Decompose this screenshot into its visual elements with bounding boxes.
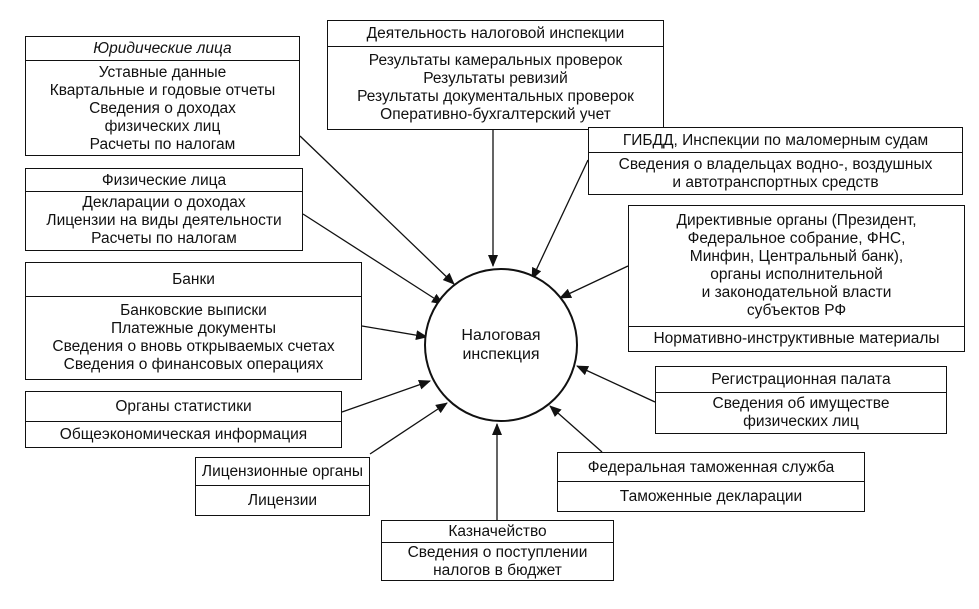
inspection-activity-title: Деятельность налоговой инспекции [328, 21, 663, 47]
arrow-banks [361, 325, 428, 341]
arrow-directive [559, 265, 629, 299]
legal-entities-item: физических лиц [104, 118, 221, 135]
arrow-customs [549, 405, 603, 453]
directive-item: и законодательной власти [701, 284, 892, 301]
treasury-title: Казначейство [382, 521, 613, 543]
directive-item: Директивные органы (Президент, [676, 212, 917, 229]
arrow-licensing [369, 402, 448, 455]
directive-body: Директивные органы (Президент, Федеральн… [629, 206, 964, 326]
directive-item: Минфин, Центральный банк), [689, 248, 904, 265]
banks-item: Сведения о вновь открываемых счетах [52, 338, 335, 355]
arrow-individuals [302, 213, 444, 305]
banks-item: Банковские выписки [120, 302, 267, 319]
legal-entities-item: Квартальные и годовые отчеты [49, 82, 276, 99]
center-line-2: инспекция [462, 346, 540, 363]
licensing-body: Лицензии [196, 486, 369, 515]
inspection-activity-item: Результаты ревизий [423, 70, 568, 87]
individuals-body: Декларации о доходах Лицензии на виды де… [26, 192, 302, 250]
gibdd-item: Сведения о владельцах водно-, воздушных [618, 155, 933, 173]
gibdd-box: ГИБДД, Инспекции по маломерным судам Све… [588, 127, 963, 195]
directive-box: Директивные органы (Президент, Федеральн… [628, 205, 965, 352]
individuals-item: Декларации о доходах [82, 194, 246, 211]
customs-title: Федеральная таможенная служба [558, 453, 864, 482]
statistics-body: Общеэкономическая информация [26, 422, 341, 447]
legal-entities-item: Уставные данные [98, 64, 227, 81]
arrow-gibdd [531, 159, 589, 280]
customs-body: Таможенные декларации [558, 482, 864, 511]
legal-entities-title: Юридические лица [26, 37, 299, 61]
gibdd-item: и автотранспортных средств [672, 173, 879, 191]
inspection-activity-body: Результаты камеральных проверок Результа… [328, 47, 663, 129]
statistics-item: Общеэкономическая информация [59, 425, 308, 443]
customs-box: Федеральная таможенная служба Таможенные… [557, 452, 865, 512]
registration-item: Сведения об имуществе [712, 395, 890, 412]
tax-inspection-node: Налоговая инспекция [424, 268, 578, 422]
inspection-activity-box: Деятельность налоговой инспекции Результ… [327, 20, 664, 130]
licensing-box: Лицензионные органы Лицензии [195, 457, 370, 516]
licensing-item: Лицензии [247, 491, 318, 509]
banks-title: Банки [26, 263, 361, 297]
statistics-title: Органы статистики [26, 392, 341, 422]
banks-item: Сведения о финансовых операциях [63, 356, 324, 373]
gibdd-body: Сведения о владельцах водно-, воздушных … [589, 153, 962, 194]
directive-item: Федеральное собрание, ФНС, [687, 230, 906, 247]
banks-box: Банки Банковские выписки Платежные докум… [25, 262, 362, 380]
registration-title: Регистрационная палата [656, 367, 946, 393]
gibdd-title: ГИБДД, Инспекции по маломерным судам [589, 128, 962, 153]
treasury-body: Сведения о поступлении налогов в бюджет [382, 543, 613, 580]
inspection-activity-item: Результаты камеральных проверок [368, 52, 623, 69]
registration-box: Регистрационная палата Сведения об имуще… [655, 366, 947, 434]
banks-body: Банковские выписки Платежные документы С… [26, 297, 361, 379]
legal-entities-body: Уставные данные Квартальные и годовые от… [26, 61, 299, 155]
arrow-registration [576, 365, 656, 403]
individuals-item: Лицензии на виды деятельности [46, 212, 282, 229]
inspection-activity-item: Оперативно-бухгалтерский учет [380, 106, 611, 123]
licensing-title: Лицензионные органы [196, 458, 369, 486]
arrow-statistics [341, 379, 431, 413]
directive-item: субъектов РФ [746, 302, 847, 319]
individuals-item: Расчеты по налогам [91, 230, 237, 247]
statistics-box: Органы статистики Общеэкономическая инфо… [25, 391, 342, 448]
legal-entities-item: Сведения о доходах [89, 100, 236, 117]
directive-footer: Нормативно-инструктивные материалы [629, 326, 964, 351]
center-line-1: Налоговая [461, 327, 541, 344]
directive-item: органы исполнительной [710, 266, 883, 283]
registration-body: Сведения об имуществе физических лиц [656, 393, 946, 433]
legal-entities-box: Юридические лица Уставные данные Квартал… [25, 36, 300, 156]
treasury-box: Казначейство Сведения о поступлении нало… [381, 520, 614, 581]
individuals-title: Физические лица [26, 169, 302, 192]
legal-entities-item: Расчеты по налогам [89, 136, 236, 153]
individuals-box: Физические лица Декларации о доходах Лиц… [25, 168, 303, 251]
treasury-item: Сведения о поступлении [407, 543, 588, 561]
arrow-legal-entities [299, 135, 455, 285]
banks-item: Платежные документы [110, 320, 277, 337]
treasury-item: налогов в бюджет [433, 561, 562, 579]
inspection-activity-item: Результаты документальных проверок [357, 88, 634, 105]
registration-item: физических лиц [743, 413, 859, 430]
customs-item: Таможенные декларации [619, 487, 803, 505]
